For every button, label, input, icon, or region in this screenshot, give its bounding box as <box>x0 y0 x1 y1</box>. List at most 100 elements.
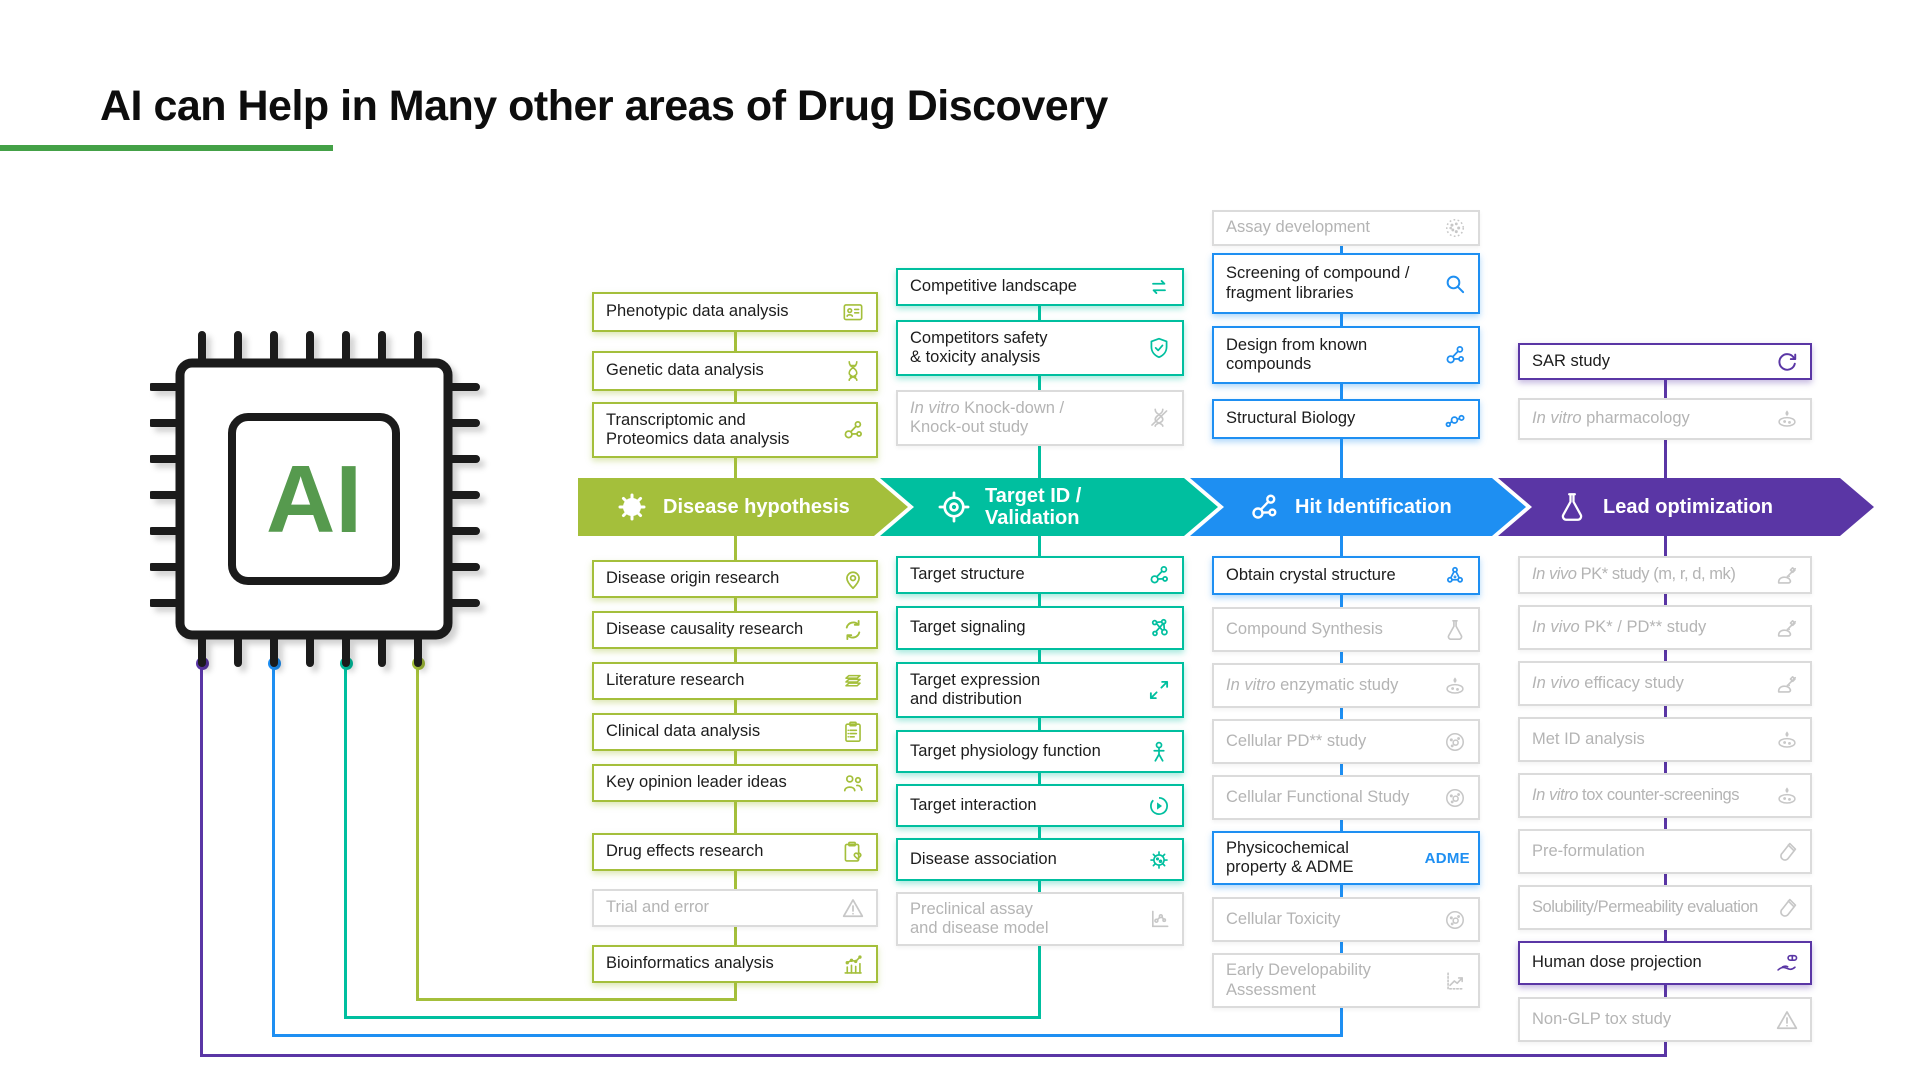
connector-target-id-h <box>344 1016 1041 1019</box>
stage-arrow-disease-hypothesis: Disease hypothesis <box>578 478 908 536</box>
bar-chart-icon <box>838 949 868 979</box>
box-design-from-known-compounds: Design from known compounds <box>1212 326 1480 384</box>
box-screening-compound-fragment: Screening of compound / fragment librari… <box>1212 253 1480 314</box>
network-icon <box>1144 613 1174 643</box>
dna-icon <box>838 356 868 386</box>
clipboard-list-icon <box>838 717 868 747</box>
swap-arrows-icon <box>1144 272 1174 302</box>
box-preclinical-assay-disease-model: Preclinical assay and disease model <box>896 892 1184 946</box>
dna-scissors-icon <box>1144 403 1174 433</box>
box-transcriptomic-proteomics: Transcriptomic and Proteomics data analy… <box>592 402 878 458</box>
molecule-icon <box>838 415 868 445</box>
molecule-icon <box>1440 340 1470 370</box>
box-key-opinion-leader-ideas: Key opinion leader ideas <box>592 764 878 802</box>
mouse-syringe-icon <box>1772 613 1802 643</box>
box-drug-effects-research: Drug effects research <box>592 833 878 871</box>
colony-icon <box>1440 213 1470 243</box>
stage-label: Hit Identification <box>1295 496 1452 518</box>
test-tube-icon <box>1772 837 1802 867</box>
box-target-expression-distribution: Target expression and distribution <box>896 662 1184 718</box>
location-pin-icon <box>838 564 868 594</box>
connector-lead-optimization <box>200 660 203 1057</box>
stage-label: Lead optimization <box>1603 496 1773 518</box>
magnifier-icon <box>1440 269 1470 299</box>
petri-dish-icon <box>1772 404 1802 434</box>
shield-check-icon <box>1144 333 1174 363</box>
clipboard-heart-icon <box>838 837 868 867</box>
id-card-icon <box>838 297 868 327</box>
box-invitro-enzymatic-study: In vitro enzymatic study <box>1212 663 1480 708</box>
box-target-interaction: Target interaction <box>896 784 1184 827</box>
flask-icon <box>1554 489 1590 525</box>
box-invitro-pharmacology: In vitro pharmacology <box>1518 398 1812 440</box>
virus-icon <box>614 489 650 525</box>
box-clinical-data-analysis: Clinical data analysis <box>592 713 878 751</box>
box-human-dose-projection: Human dose projection <box>1518 941 1812 985</box>
pill-hand-icon <box>1772 948 1802 978</box>
box-cellular-pd-study: Cellular PD** study <box>1212 719 1480 764</box>
stage-label: Target ID / Validation <box>985 485 1082 529</box>
warning-icon <box>1772 1005 1802 1035</box>
adme-label: ADME <box>1424 849 1470 867</box>
spine-disease-hypothesis <box>734 310 737 1001</box>
sync-icon <box>838 615 868 645</box>
books-icon <box>838 666 868 696</box>
box-early-developability-assessment: Early Developability Assessment <box>1212 953 1480 1008</box>
box-disease-association: Disease association <box>896 838 1184 881</box>
expand-arrows-icon <box>1144 675 1174 705</box>
box-invivo-pk-study: In vivo PK* study (m, r, d, mk) <box>1518 556 1812 594</box>
box-invitro-tox-counter-screenings: In vitro tox counter-screenings <box>1518 773 1812 818</box>
stage-label: Disease hypothesis <box>663 496 850 518</box>
box-physicochemical-property-adme: Physicochemical property & ADME ADME <box>1212 831 1480 885</box>
box-structural-biology: Structural Biology <box>1212 399 1480 439</box>
box-non-glp-tox-study: Non-GLP tox study <box>1518 997 1812 1042</box>
box-sar-study: SAR study <box>1518 343 1812 380</box>
box-disease-origin-research: Disease origin research <box>592 560 878 598</box>
box-met-id-analysis: Met ID analysis <box>1518 717 1812 762</box>
connector-lead-optimization-h <box>200 1054 1667 1057</box>
connector-target-id <box>344 660 347 1019</box>
cell-icon <box>1440 727 1470 757</box>
connector-hit-identification-h <box>272 1034 1343 1037</box>
box-target-signaling: Target signaling <box>896 606 1184 650</box>
mouse-syringe-icon <box>1772 669 1802 699</box>
box-competitors-safety-toxicity: Competitors safety & toxicity analysis <box>896 320 1184 376</box>
stage-arrow-lead-optimization: Lead optimization <box>1498 478 1874 536</box>
molecules-icon <box>1440 404 1470 434</box>
warning-icon <box>838 893 868 923</box>
petri-dish-icon <box>1440 671 1470 701</box>
ai-chip-label: AI <box>266 446 362 553</box>
stage-arrow-target-id-validation: Target ID / Validation <box>880 478 1218 536</box>
virus-icon <box>1144 845 1174 875</box>
box-bioinformatics-analysis: Bioinformatics analysis <box>592 945 878 983</box>
cell-icon <box>1440 905 1470 935</box>
box-literature-research: Literature research <box>592 662 878 700</box>
box-trial-and-error: Trial and error <box>592 889 878 927</box>
connector-disease-hypothesis-h <box>416 998 737 1001</box>
spine-target-id <box>1038 286 1041 1019</box>
box-competitive-landscape: Competitive landscape <box>896 268 1184 306</box>
spine-lead-optimization <box>1664 360 1667 1057</box>
box-cellular-functional-study: Cellular Functional Study <box>1212 775 1480 820</box>
cycle-icon <box>1772 347 1802 377</box>
people-icon <box>838 768 868 798</box>
stage-arrow-hit-identification: Hit Identification <box>1190 478 1526 536</box>
cell-icon <box>1440 783 1470 813</box>
box-phenotypic-data-analysis: Phenotypic data analysis <box>592 292 878 332</box>
chart-up-icon <box>1440 966 1470 996</box>
box-invitro-knockdown-knockout: In vitro Knock-down / Knock-out study <box>896 390 1184 446</box>
ai-chip: AI <box>150 331 480 667</box>
scatter-plot-icon <box>1144 904 1174 934</box>
molecule-icon <box>1144 560 1174 590</box>
box-pre-formulation: Pre-formulation <box>1518 829 1812 874</box>
box-cellular-toxicity: Cellular Toxicity <box>1212 897 1480 942</box>
box-obtain-crystal-structure: Obtain crystal structure <box>1212 556 1480 595</box>
connector-disease-hypothesis <box>416 660 419 1001</box>
box-compound-synthesis: Compound Synthesis <box>1212 607 1480 652</box>
box-target-structure: Target structure <box>896 556 1184 594</box>
crosshair-icon <box>936 489 972 525</box>
flask-icon <box>1440 615 1470 645</box>
page-title: AI can Help in Many other areas of Drug … <box>100 82 1108 130</box>
box-invivo-pk-pd-study: In vivo PK* / PD** study <box>1518 605 1812 650</box>
box-solubility-permeability-evaluation: Solubility/Permeability evaluation <box>1518 885 1812 930</box>
